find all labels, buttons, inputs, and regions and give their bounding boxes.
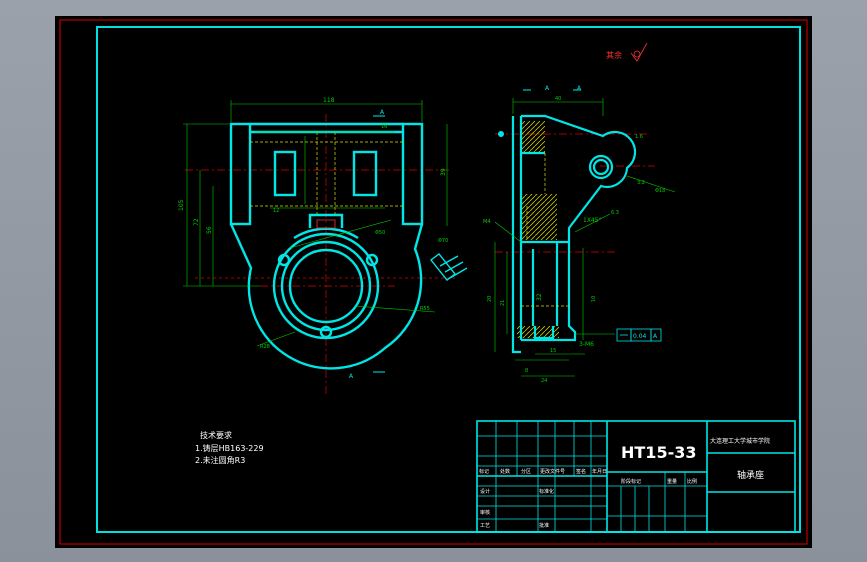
dim-h-72: 72 <box>193 218 200 226</box>
dim-32: 32 <box>536 293 543 301</box>
technical-requirements: 技术要求 1.铸层HB163-229 2.未注圆角R3 <box>195 430 264 465</box>
dim-phi50: Φ50 <box>375 230 385 236</box>
rough-16: 1.6 <box>635 134 643 140</box>
part-name: 轴承座 <box>737 469 764 481</box>
rough-32: 3.2 <box>637 180 645 186</box>
tb-process: 工艺 <box>480 523 490 529</box>
dim-chamfer: 1X45° <box>583 217 602 224</box>
dim-16: 16 <box>381 124 387 130</box>
school-name: 大连理工大学城市学院 <box>710 437 770 445</box>
tb-std: 标准化 <box>539 488 554 495</box>
engineering-drawing: 其余 <box>59 19 808 545</box>
tb-label-sign: 签名 <box>576 468 586 475</box>
tb-label-change: 更改文件号 <box>540 468 565 475</box>
front-view: 118 105 72 56 39 R55 R28 Φ50 Φ70 12 16 A… <box>178 97 468 396</box>
tb-check: 审核 <box>480 509 490 516</box>
dim-12: 12 <box>273 208 279 214</box>
section-a-left-side: A <box>545 85 550 92</box>
roughness-label: 其余 <box>606 50 622 60</box>
dim-phi70: Φ70 <box>438 238 448 244</box>
dim-8: 8 <box>525 368 528 374</box>
dim-phi18: Φ18 <box>655 188 665 194</box>
tb-weight: 重量 <box>667 478 677 485</box>
dim-21: 21 <box>500 300 506 306</box>
dim-m4: M4 <box>483 219 491 225</box>
tb-label-count: 处数 <box>500 468 510 475</box>
roughness-symbol <box>630 42 648 62</box>
tech-req-title: 技术要求 <box>200 430 232 440</box>
section-a-top-front: A <box>380 109 385 116</box>
tb-approve: 批准 <box>539 522 549 529</box>
dim-24: 24 <box>541 378 547 384</box>
dim-top-width: 118 <box>323 97 335 104</box>
detail-view <box>430 253 468 281</box>
section-a-bottom-front: A <box>349 373 354 380</box>
dim-h-39: 39 <box>440 168 447 176</box>
dim-height-105: 105 <box>178 199 185 211</box>
cad-viewport[interactable]: 其余 <box>55 16 812 548</box>
tb-ratio: 比例 <box>687 478 697 485</box>
dim-side-top: 40 <box>555 96 561 102</box>
drawing-code: HT15-33 <box>621 443 696 462</box>
tb-label-mark: 标记 <box>479 468 489 475</box>
outer-frame <box>59 19 808 545</box>
section-a-right-side: A <box>577 85 582 92</box>
dim-r55: R55 <box>420 306 430 312</box>
rough-63: 6.3 <box>611 210 619 216</box>
tb-design: 设计 <box>480 488 490 495</box>
tb-label-date: 年月日 <box>592 468 607 475</box>
dim-10: 10 <box>591 296 597 302</box>
tech-req-line-2: 2.未注圆角R3 <box>195 455 245 465</box>
tolerance-value: 0.04 <box>633 333 647 340</box>
title-block: HT15-33 大连理工大学城市学院 轴承座 标记 处数 分区 更改文件号 签名… <box>476 420 796 533</box>
inner-frame <box>96 26 801 533</box>
tolerance-datum: A <box>653 333 658 340</box>
dim-threads: 3-M6 <box>579 341 594 348</box>
tech-req-line-1: 1.铸层HB163-229 <box>195 443 264 453</box>
tb-stage: 阶段标记 <box>621 478 641 485</box>
tb-label-zone: 分区 <box>521 468 531 475</box>
tolerance-frame <box>616 328 662 342</box>
side-view: 40 1X45° M4 Φ18 32 24 15 21 20 10 8 6.3 … <box>483 85 676 384</box>
dim-20: 20 <box>487 296 493 302</box>
dim-h-56: 56 <box>206 226 213 234</box>
dim-15: 15 <box>550 348 556 354</box>
dim-r28: R28 <box>260 344 270 350</box>
